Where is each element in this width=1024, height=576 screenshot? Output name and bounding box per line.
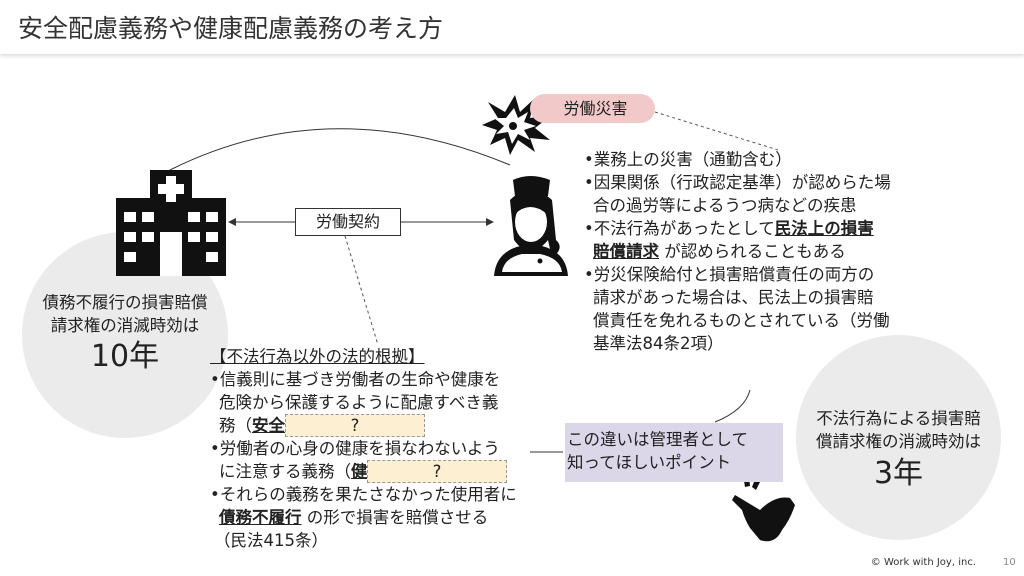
right-circle-text: 不法行為による損害賠 償請求権の消滅時効は 3年 <box>796 407 1001 495</box>
legal-basis-heading: 【不法行為以外の法的根拠】 <box>210 347 425 366</box>
legal-basis-3a: •それらの義務を果たさなかった使用者に <box>210 485 517 504</box>
legal-basis-2b: に注意する義務（健康? <box>210 460 517 483</box>
text: に注意する義務（ <box>219 462 351 481</box>
accident-label-pill: 労働災害 <box>530 94 655 123</box>
right-circle-line1: 不法行為による損害賠 <box>816 409 981 428</box>
accident-point-4b: 請求があった場合は、民法上の損害賠 <box>593 288 874 307</box>
emphasis: 安全 <box>252 416 285 435</box>
callout-line-right <box>714 389 751 423</box>
accident-point-2b: 合の過労等によるうつ病などの疾患 <box>593 196 857 215</box>
left-circle-text: 債務不履行の損害賠償 請求権の消滅時効は 10年 <box>22 291 228 377</box>
legal-basis-1c: 務（安全? <box>210 414 517 437</box>
copyright: © Work with Joy, inc. <box>870 557 976 568</box>
text: が認められることもある <box>664 242 846 261</box>
emphasis: 民法上の損害 <box>774 219 874 238</box>
emphasis: 賠償請求 <box>593 242 659 261</box>
answer-blank-1[interactable]: ? <box>285 414 425 437</box>
legal-basis: 【不法行為以外の法的根拠】 •信義則に基づき労働者の生命や健康を 危険から保護す… <box>210 345 517 552</box>
callout-line1: この違いは管理者として <box>567 430 749 449</box>
legal-basis-3b: 債務不履行 の形で損害を賠償させる <box>210 506 517 529</box>
accident-points: •業務上の災害（通勤含む） •因果関係（行政認定基準）が認めらた場 合の過労等に… <box>584 148 891 355</box>
title-bar <box>0 0 1024 54</box>
emphasis: 健康 <box>351 462 367 481</box>
legal-basis-1a: •信義則に基づき労働者の生命や健康を <box>210 370 501 389</box>
emphasis: 債務不履行 <box>219 508 302 527</box>
legal-basis-3c: （民法415条） <box>214 531 328 550</box>
arrow-right-head <box>486 218 494 226</box>
left-circle-line2: 請求権の消滅時効は <box>50 316 200 335</box>
legal-basis-2a: •労働者の心身の健康を損なわないよう <box>210 439 500 458</box>
accident-point-2a: •因果関係（行政認定基準）が認めらた場 <box>584 173 891 192</box>
accident-point-4a: •労災保険給付と損害賠償責任の両方の <box>584 265 875 284</box>
text: の形で損害を賠償させる <box>306 508 489 527</box>
right-circle <box>796 335 1001 540</box>
callout-box: この違いは管理者として 知ってほしいポイント <box>565 423 783 482</box>
contract-label-box: 労働契約 <box>295 208 401 236</box>
callout-line2: 知ってほしいポイント <box>567 453 732 472</box>
contract-dashed-line <box>344 235 379 346</box>
left-circle-line1: 債務不履行の損害賠償 <box>42 293 208 312</box>
page-title: 安全配慮義務や健康配慮義務の考え方 <box>18 14 444 43</box>
text: •不法行為があったとして <box>584 219 775 238</box>
hospital-icon <box>116 170 226 276</box>
page-number: 10 <box>1003 557 1016 568</box>
right-circle-years: 3年 <box>873 456 924 491</box>
arrow-left-head <box>228 218 236 226</box>
accident-point-3a: •不法行為があったとして民法上の損害 <box>584 217 891 240</box>
accident-point-3b: 賠償請求 が認められることもある <box>584 240 891 263</box>
right-circle-line2: 償請求権の消滅時効は <box>816 432 981 451</box>
left-circle-years: 10年 <box>90 339 160 374</box>
nurse-icon <box>494 176 568 276</box>
accident-dashed-line <box>654 111 779 151</box>
legal-basis-1b: 危険から保護するように配慮すべき義 <box>219 393 499 412</box>
accident-point-4c: 償責任を免れるものとされている（労働 <box>593 311 890 330</box>
explosion-icon <box>482 95 552 155</box>
accident-point-4d: 基準法84条2項） <box>593 334 724 353</box>
accident-point-1: •業務上の災害（通勤含む） <box>584 150 792 169</box>
answer-blank-2[interactable]: ? <box>367 460 507 483</box>
relation-curve <box>169 128 511 171</box>
text: 務（ <box>219 416 252 435</box>
